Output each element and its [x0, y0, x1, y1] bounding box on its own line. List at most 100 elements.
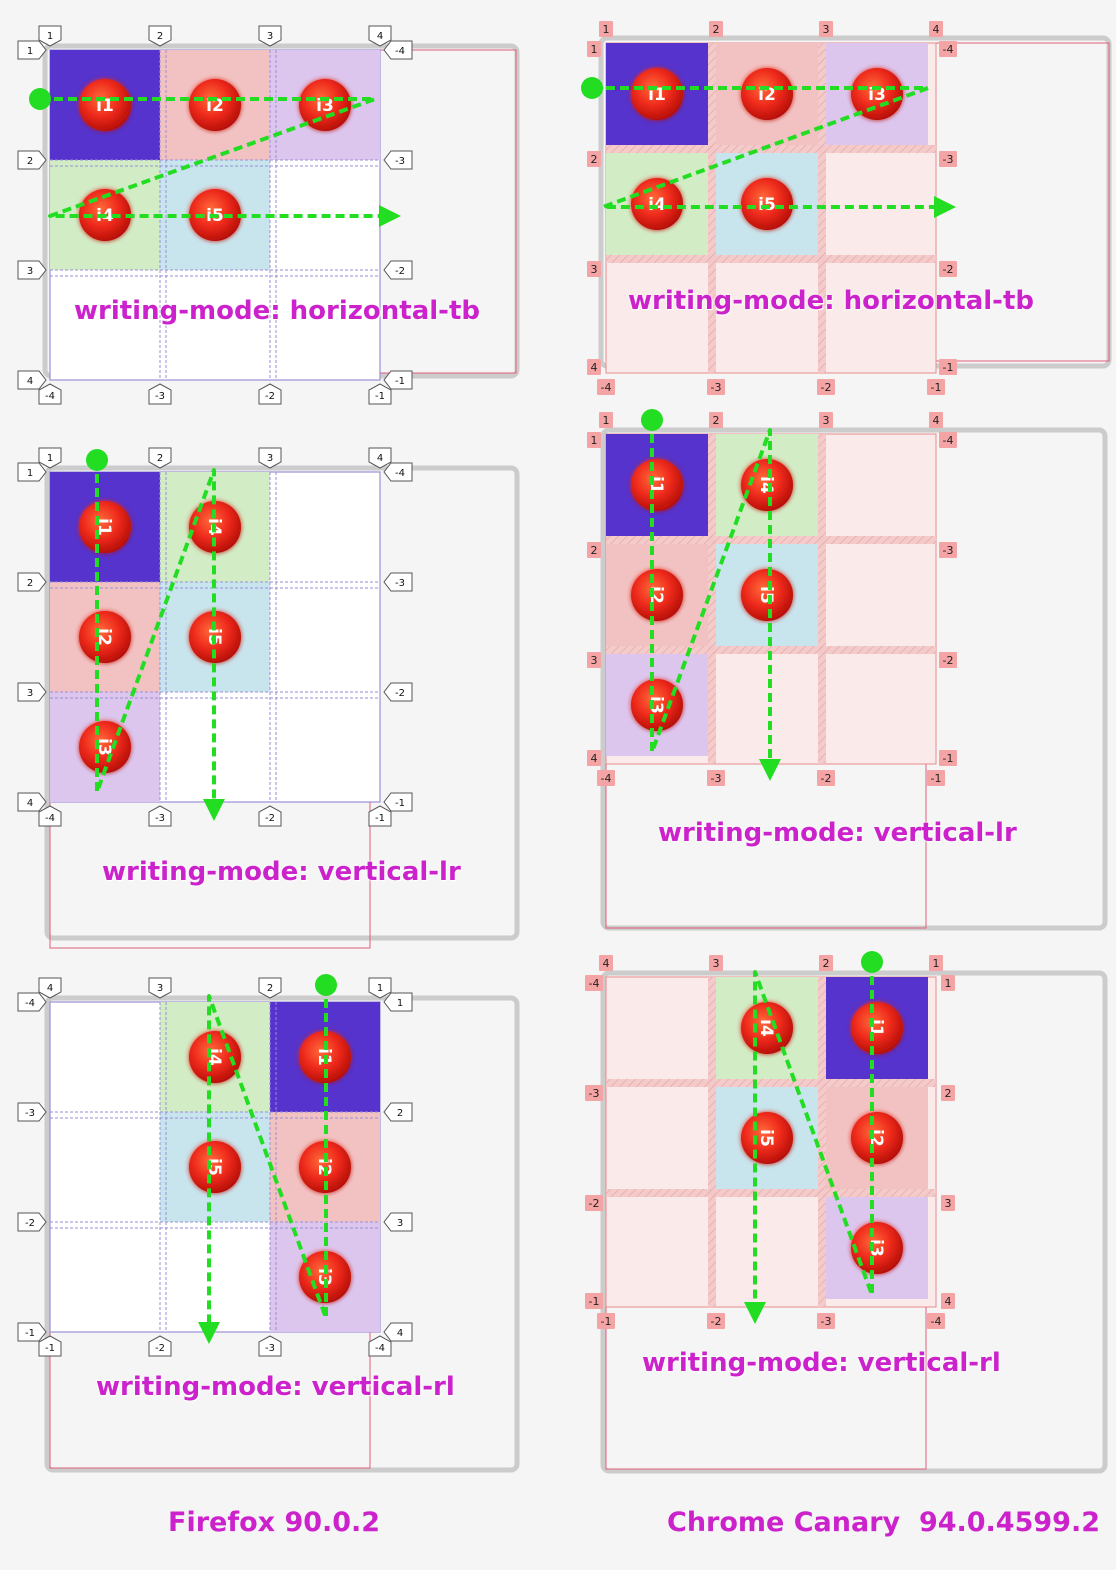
column-line-number-bottom: -4: [597, 379, 615, 395]
svg-text:-1: -1: [931, 772, 942, 785]
column-gap: [818, 977, 826, 1307]
svg-text:4: 4: [47, 983, 53, 994]
column-line-number-bottom: -2: [258, 383, 282, 405]
row-line-number-left: 4: [17, 792, 47, 812]
column-line-number-top: 3: [258, 25, 282, 47]
row-line-number-left: 3: [17, 260, 47, 280]
row-line-number-right: 1: [383, 992, 413, 1012]
writing-mode-label-chrome-vrl: writing-mode: vertical-rl: [642, 1348, 1001, 1378]
svg-text:3: 3: [397, 1218, 403, 1229]
row-line-number-right: 2: [383, 1102, 413, 1122]
row-line-number-right: -1: [383, 792, 413, 812]
svg-text:-2: -2: [821, 381, 832, 394]
row-line-number-left: 3: [17, 682, 47, 702]
column-line-number-bottom: -4: [38, 383, 62, 405]
column-line-number-bottom: -3: [148, 383, 172, 405]
row-line-number-left: 4: [587, 359, 601, 375]
column-line-number-top: 4: [599, 955, 613, 971]
svg-text:-1: -1: [943, 752, 954, 765]
column-line-number-top: 2: [709, 412, 723, 428]
svg-text:-3: -3: [395, 578, 405, 589]
svg-text:1: 1: [377, 983, 383, 994]
svg-text:-4: -4: [601, 772, 612, 785]
svg-text:1: 1: [591, 43, 598, 56]
svg-text:-3: -3: [155, 391, 165, 402]
browser-caption-chrome: Chrome Canary 94.0.4599.2: [667, 1507, 1101, 1538]
svg-text:-3: -3: [155, 813, 165, 824]
column-line-number-bottom: -1: [368, 805, 392, 827]
column-line-number-top: 2: [258, 977, 282, 999]
svg-text:1: 1: [945, 977, 952, 990]
svg-text:-2: -2: [943, 654, 954, 667]
svg-text:-1: -1: [375, 391, 385, 402]
svg-text:4: 4: [945, 1295, 952, 1308]
svg-text:-3: -3: [943, 153, 954, 166]
svg-text:4: 4: [377, 453, 383, 464]
svg-text:2: 2: [157, 31, 163, 42]
auto-placement-arrow: [40, 97, 395, 218]
svg-text:4: 4: [603, 957, 610, 970]
svg-text:3: 3: [945, 1197, 952, 1210]
auto-placement-arrow: [753, 962, 874, 1318]
item-ball-i5: i5: [741, 1112, 793, 1164]
svg-text:-3: -3: [943, 544, 954, 557]
svg-text:-4: -4: [45, 813, 55, 824]
arrow-head: [198, 1322, 220, 1344]
svg-text:-4: -4: [45, 391, 55, 402]
svg-text:-3: -3: [711, 772, 722, 785]
item-ball-i5: i5: [189, 1141, 241, 1193]
row-line-number-left: 1: [587, 41, 601, 57]
row-line-number-right: -4: [383, 40, 413, 60]
svg-text:-2: -2: [395, 266, 405, 277]
column-line-number-bottom: -4: [597, 770, 615, 786]
item-ball-i1: i1: [631, 459, 683, 511]
item-ball-i5: i5: [741, 569, 793, 621]
row-line-number-right: -2: [383, 682, 413, 702]
row-line-number-right: -3: [939, 151, 957, 167]
svg-text:1: 1: [591, 434, 598, 447]
auto-placement-arrow: [207, 985, 328, 1338]
column-line-number-top: 3: [819, 412, 833, 428]
svg-text:2: 2: [713, 23, 720, 36]
svg-text:1: 1: [397, 998, 403, 1009]
column-line-number-bottom: -4: [368, 1335, 392, 1357]
row-line-number-left: 2: [17, 572, 47, 592]
svg-text:2: 2: [945, 1087, 952, 1100]
svg-text:-1: -1: [45, 1343, 55, 1354]
column-gap: [818, 434, 826, 764]
svg-text:-4: -4: [395, 46, 405, 57]
column-line-number-top: 1: [38, 447, 62, 469]
row-line-number-left: 4: [17, 370, 47, 390]
svg-text:3: 3: [823, 414, 830, 427]
column-line-number-top: 3: [148, 977, 172, 999]
row-line-number-right: -3: [383, 150, 413, 170]
item-label-i4: i4: [756, 476, 776, 494]
svg-text:4: 4: [933, 23, 940, 36]
svg-text:3: 3: [591, 263, 598, 276]
writing-mode-label-firefox-vlr: writing-mode: vertical-lr: [102, 857, 461, 887]
row-line-number-right: -4: [939, 41, 957, 57]
row-line-number-left: -4: [585, 975, 603, 991]
column-line-number-bottom: -4: [927, 1313, 945, 1329]
svg-text:2: 2: [27, 578, 33, 589]
svg-text:4: 4: [27, 798, 33, 809]
column-line-number-top: 3: [819, 21, 833, 37]
row-line-number-right: 4: [941, 1293, 955, 1309]
row-line-number-left: -3: [585, 1085, 603, 1101]
svg-text:-1: -1: [601, 1315, 612, 1328]
svg-text:3: 3: [267, 31, 273, 42]
row-line-number-right: -2: [939, 652, 957, 668]
row-line-number-left: 4: [587, 750, 601, 766]
column-line-number-bottom: -3: [817, 1313, 835, 1329]
svg-text:-2: -2: [155, 1343, 165, 1354]
row-line-number-right: -1: [939, 750, 957, 766]
item-ball-i5: i5: [741, 178, 793, 230]
svg-text:-2: -2: [589, 1197, 600, 1210]
svg-text:-4: -4: [943, 434, 954, 447]
item-ball-i1: i1: [631, 68, 683, 120]
column-line-number-top: 1: [599, 21, 613, 37]
svg-text:4: 4: [591, 361, 598, 374]
